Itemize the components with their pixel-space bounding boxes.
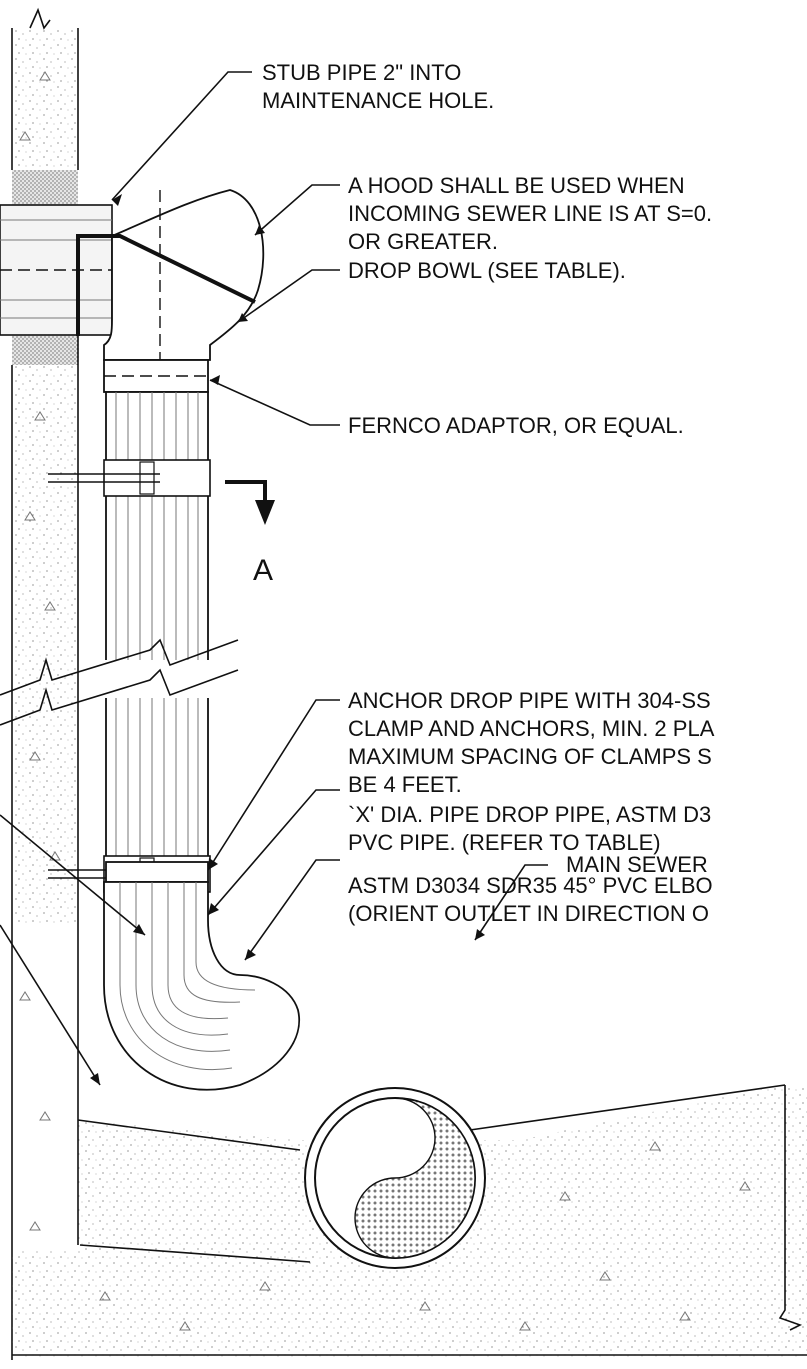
break-line-upper: [0, 638, 239, 696]
arrowhead-left-upper: [133, 924, 145, 935]
section-marker: A: [225, 480, 275, 587]
anchor-line-4: BE 4 FEET.: [348, 772, 462, 797]
stub-line-1: STUB PIPE 2" INTO: [262, 60, 461, 85]
stub-line-2: MAINTENANCE HOLE.: [262, 88, 494, 113]
leader-hood: [254, 184, 340, 236]
annotation-hood: A HOOD SHALL BE USED WHEN INCOMING SEWER…: [348, 173, 712, 254]
leader-bowl: [237, 269, 340, 323]
hood-line-3: OR GREATER.: [348, 229, 498, 254]
hood-line-2: INCOMING SEWER LINE IS AT S=0.: [348, 201, 712, 226]
leader-elbow: [244, 859, 340, 961]
manhole-wall: [11, 7, 79, 1360]
anchor-line-2: CLAMP AND ANCHORS, MIN. 2 PLA: [348, 716, 715, 741]
leader-left-upper: [0, 814, 146, 936]
drop-pipe-line-2: PVC PIPE. (REFER TO TABLE): [348, 830, 661, 855]
leader-drop-pipe: [207, 789, 340, 916]
leader-lines: [111, 71, 548, 961]
break-line-lower: [0, 668, 239, 726]
elbow-line-1: ASTM D3034 SDR35 45° PVC ELBO: [348, 873, 713, 898]
annotation-drop-pipe: `X' DIA. PIPE DROP PIPE, ASTM D3 PVC PIP…: [348, 802, 711, 855]
aggregate-marks: [19, 71, 61, 1231]
annotation-drop-bowl: DROP BOWL (SEE TABLE).: [348, 258, 626, 283]
leader-stub: [111, 71, 252, 201]
fernco-adaptor: [103, 359, 209, 393]
drop-pipe-line-1: `X' DIA. PIPE DROP PIPE, ASTM D3: [348, 802, 711, 827]
anchor-line-3: MAXIMUM SPACING OF CLAMPS S: [348, 744, 712, 769]
sewer-flow-fill: [354, 1097, 476, 1259]
leader-left-lower: [0, 924, 101, 1086]
arrowhead-left-lower: [90, 1073, 100, 1085]
hood-line-1: A HOOD SHALL BE USED WHEN: [348, 173, 685, 198]
clamp-upper: [48, 459, 211, 497]
annotation-fernco: FERNCO ADAPTOR, OR EQUAL.: [348, 413, 684, 438]
leader-arrowheads: [112, 194, 485, 960]
mortar-upper: [12, 170, 78, 205]
wall-lower: [12, 365, 78, 925]
annotation-anchor: ANCHOR DROP PIPE WITH 304-SS CLAMP AND A…: [348, 688, 715, 797]
elbow-line-2: (ORIENT OUTLET IN DIRECTION O: [348, 901, 709, 926]
pvc-elbow: [103, 861, 301, 1091]
leader-fernco: [209, 379, 340, 426]
wall-upper: [12, 28, 78, 170]
section-marker-label: A: [253, 554, 273, 587]
incoming-pipe: [0, 204, 260, 336]
mortar-lower: [12, 335, 78, 365]
break-line-top: [29, 7, 51, 30]
main-sewer: [304, 1087, 486, 1269]
leader-main-sewer: [474, 864, 548, 941]
anchor-line-1: ANCHOR DROP PIPE WITH 304-SS: [348, 688, 711, 713]
annotation-stub-pipe: STUB PIPE 2" INTO MAINTENANCE HOLE.: [262, 60, 494, 113]
drop-bowl: [76, 189, 265, 370]
leader-anchor: [207, 699, 340, 871]
annotation-elbow: ASTM D3034 SDR35 45° PVC ELBO (ORIENT OU…: [348, 873, 713, 926]
annotation-main-sewer: MAIN SEWER: [566, 852, 708, 877]
